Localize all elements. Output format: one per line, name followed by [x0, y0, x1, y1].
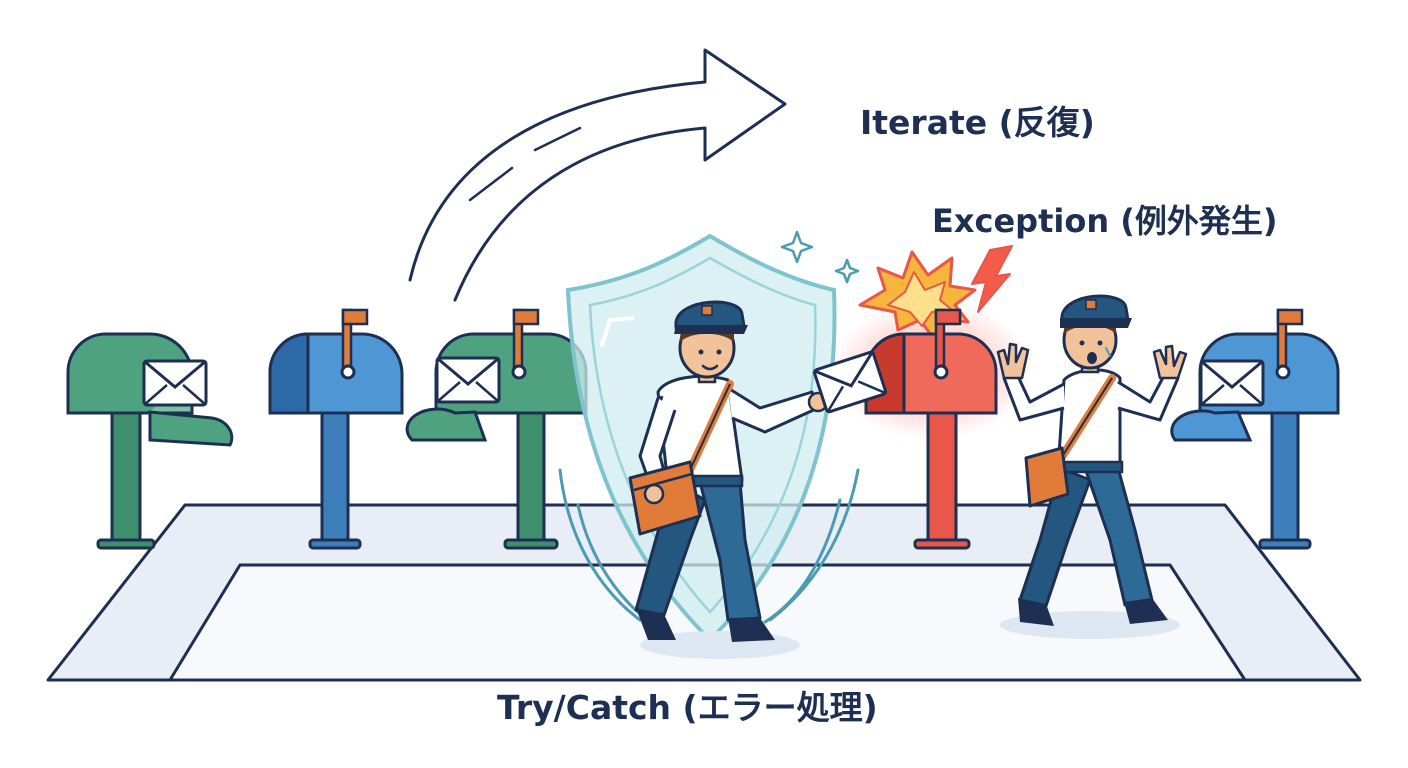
mailbox-icon — [864, 308, 998, 550]
lightning-icon — [971, 245, 1013, 313]
exception-label: Exception (例外発生) — [932, 202, 1278, 240]
postman-icon — [628, 300, 829, 659]
envelope-icon — [435, 356, 501, 404]
try-catch-label: Try/Catch (エラー処理) — [497, 688, 878, 727]
mailbox-icon — [405, 308, 588, 550]
mailbox-icon — [1170, 308, 1340, 550]
envelope-icon — [142, 359, 208, 407]
iterate-label: Iterate (反復) — [860, 103, 1095, 142]
mailbox-icon — [268, 308, 404, 550]
envelope-icon — [1199, 359, 1265, 407]
mailbox-icon — [66, 332, 234, 550]
postman-icon — [996, 294, 1188, 639]
sparkle-icon — [780, 230, 860, 284]
iterate-arrow-icon — [408, 48, 787, 302]
